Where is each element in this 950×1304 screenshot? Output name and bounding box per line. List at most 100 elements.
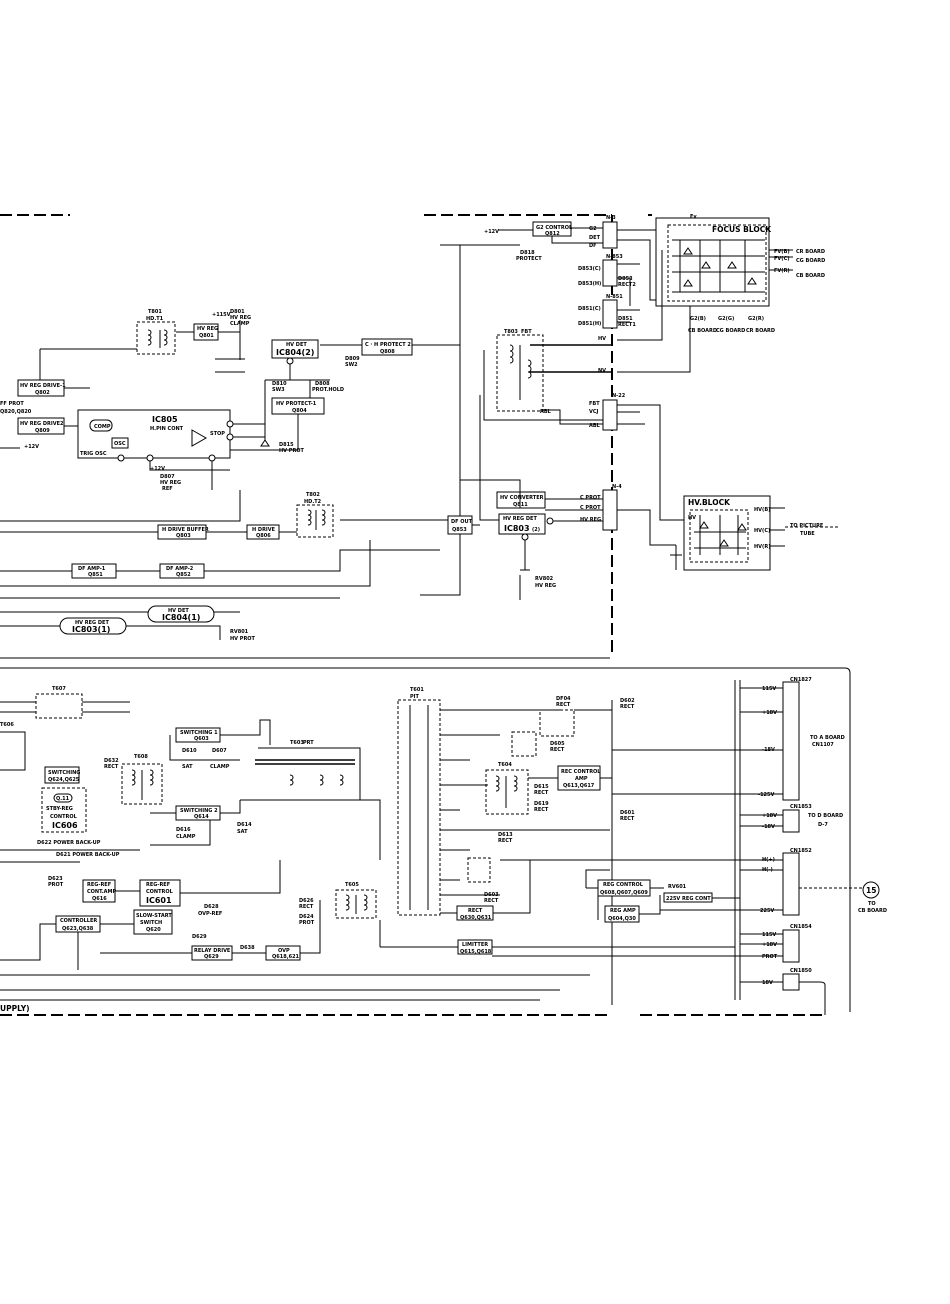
- label-power-t605: T605: [345, 882, 359, 888]
- label-power-reg_ref_amp-ref: Q616: [92, 896, 107, 902]
- label-power-switching1-ref: Q603: [194, 736, 209, 742]
- label-deflection-hv_reg_drive2-ref: Q809: [35, 428, 50, 434]
- label-focus_block-g2-1: G2(G): [718, 316, 734, 322]
- label-outputs-cn1850-ref: CN1850: [790, 968, 812, 974]
- label-power-rv601-func: 225V REG CONT: [666, 896, 711, 902]
- label-deflection-hv_protect1-title: HV PROTECT-1: [276, 401, 317, 407]
- label-power-reg_ref_ctrl-ic: IC601: [146, 896, 172, 905]
- label-deflection-h_drive-ref: Q806: [256, 533, 271, 539]
- label-deflection-d810-ref: D810: [272, 381, 287, 387]
- power-section: T607 T606 SWITCHING Q624,Q625 Q.11 STBY-…: [0, 686, 740, 1013]
- label-power-switching2-ref: Q614: [194, 814, 209, 820]
- label-outputs-cn1827-pins-3: -125V: [758, 792, 775, 798]
- label-power-rect-title: RECT: [468, 908, 483, 914]
- label-deflection-t802-name: HD.T2: [304, 499, 322, 505]
- label-power-reg_amp-title: REG AMP: [610, 908, 636, 914]
- label-power-d613-func: RECT: [498, 838, 513, 844]
- label-power-reg_ref_ctrl-title: REG-REF: [146, 882, 170, 888]
- label-deflection-d818-ref: D818: [520, 250, 535, 256]
- label-focus_block-g2_boards-1: CG BOARD: [716, 328, 745, 334]
- label-power-reg_control-title: REG CONTROL: [603, 882, 644, 888]
- label-outputs-cn1827-dest: TO A BOARD: [810, 735, 845, 741]
- label-power-d614-ref: D614: [237, 822, 252, 828]
- label-deflection-hv_reg_det2-part: (2): [532, 527, 540, 533]
- label-power-t601-name: PIT: [410, 694, 420, 700]
- label-deflection-hv_converter-ref: Q811: [513, 502, 528, 508]
- label-power-switching_ic-ref: Q624,Q625: [48, 777, 80, 783]
- label-power-d603-func: RECT: [484, 898, 499, 904]
- label-power-stby_reg-ic: IC606: [52, 821, 78, 830]
- label-connectors-n3-pins-0: G2: [589, 226, 597, 232]
- label-outputs-cn1827-ref: CN1827: [790, 677, 812, 683]
- label-power-d621: D621 POWER BACK-UP: [56, 852, 120, 858]
- label-deflection-rv802-ref: RV802: [535, 576, 554, 582]
- label-power-d602-ref: D602: [620, 698, 635, 704]
- label-deflection-d815-func: HV PROT: [279, 448, 305, 454]
- label-power-d616-func: CLAMP: [176, 834, 196, 840]
- label-outputs-cn1853-dest: TO D BOARD: [808, 813, 843, 819]
- label-hv_block-outputs-2: HV(R): [754, 544, 770, 550]
- label-focus_block-outputs-1: FV(C): [774, 256, 790, 262]
- label-deflection-hv_det-title: HV DET: [286, 342, 307, 348]
- label-connectors-n22-pins-0: FBT: [589, 401, 600, 407]
- label-power-reg_ref_ctrl-line2: CONTROL: [146, 889, 174, 895]
- label-deflection-df_amp1-ref: Q851: [88, 572, 103, 578]
- label-connectors-n22-pins-1: VCJ: [589, 409, 599, 415]
- label-deflection-df_amp1-title: DF AMP-1: [78, 566, 106, 572]
- label-power-d605-ref: D605: [550, 741, 565, 747]
- label-deflection-c_h_protect-title: C · H PROTECT 2: [365, 342, 411, 348]
- label-connectors-n853-pins-0: D853(C): [578, 266, 601, 272]
- label-power-rect-ref: Q630,Q631: [460, 915, 492, 921]
- label-connectors-n4-ref: N-4: [612, 484, 622, 490]
- label-deflection-hv_reg_drive2-title: HV REG DRIVE2: [20, 421, 64, 427]
- label-power-rv601-ref: RV601: [668, 884, 687, 890]
- label-power-controller-ref: Q623,Q638: [62, 926, 94, 932]
- hv-block-title: HV.BLOCK: [688, 498, 731, 507]
- label-deflection-d853-ref: D853: [618, 276, 633, 282]
- label-outputs-cn1853-pins-0: +18V: [762, 813, 777, 819]
- label-power-d605-func: RECT: [550, 747, 565, 753]
- label-outputs-cn1854-pins-2: PROT: [762, 954, 778, 960]
- label-power-t601-ref: T601: [410, 687, 424, 693]
- label-power-d603-ref: D603: [484, 892, 499, 898]
- label-power-t603-ref: T603: [290, 740, 304, 746]
- label-deflection-t801-ref: T801: [148, 309, 162, 315]
- label-power-switching2-title: SWITCHING 2: [180, 808, 218, 814]
- label-power-rec_control_amp-ref: Q613,Q617: [563, 783, 595, 789]
- label-power-switching1-title: SWITCHING 1: [180, 730, 218, 736]
- label-deflection-rv801-ref: RV801: [230, 629, 249, 635]
- label-focus_block-out_boards-0: CR BOARD: [796, 249, 825, 255]
- label-power-d628-func: OVP-REF: [198, 911, 222, 917]
- label-outputs-cn1827-dest2: CN1107: [812, 742, 834, 748]
- label-power-d622: D622 POWER BACK-UP: [37, 840, 101, 846]
- label-power-d632-ref: D632: [104, 758, 119, 764]
- section-borders: [0, 214, 851, 1016]
- label-power-slow_start-title: SLOW-START: [136, 913, 172, 919]
- label-deflection-hv_reg_det2-title: HV REG DET: [503, 516, 537, 522]
- label-deflection-ic805-sub: H.PIN CONT: [150, 426, 184, 432]
- label-deflection-d851-ref: D851: [618, 316, 633, 322]
- label-hv_block-dest2: TUBE: [800, 531, 815, 537]
- label-connectors-fbt_nv: NV: [598, 368, 606, 374]
- label-deflection-d853-func: RECT2: [618, 282, 636, 288]
- label-connectors-fbt_abl: ABL: [540, 409, 552, 415]
- label-deflection-hv_converter-title: HV CONVERTER: [500, 495, 544, 501]
- label-power-d607-ref: D607: [212, 748, 227, 754]
- label-outputs-to_board-label: TO: [868, 901, 876, 907]
- label-connectors-n853-pins-1: D853(H): [578, 281, 601, 287]
- label-outputs-cn1827-pins-1: +18V: [762, 710, 777, 716]
- label-deflection-rv801-func: HV PROT: [230, 636, 256, 642]
- label-deflection-ff_prot-ref: Q820,Q820: [0, 409, 32, 415]
- label-focus_block-g2_boards-2: CR BOARD: [746, 328, 775, 334]
- label-power-rec_control_amp-title: REC CONTROL: [561, 769, 601, 775]
- to-board-marker: [862, 881, 880, 899]
- deflection-connectors: N-3 G2 DET DF N-853 D853(C) D853(H) N-85…: [530, 215, 691, 546]
- label-deflection-c_h_protect-ref: Q808: [380, 349, 395, 355]
- output-connectors: CN1827 115V +18V -18V -125V TO A BOARD C…: [492, 677, 887, 1000]
- label-focus_block-g2_boards-0: CB BOARD: [688, 328, 717, 334]
- label-deflection-g2_control-title: G2 CONTROL: [536, 225, 573, 231]
- label-power-d638: D638: [240, 945, 255, 951]
- label-power-stby_reg-line1: STBY-REG: [46, 806, 73, 812]
- label-hv_block-dest: TO PICTURE: [790, 523, 824, 529]
